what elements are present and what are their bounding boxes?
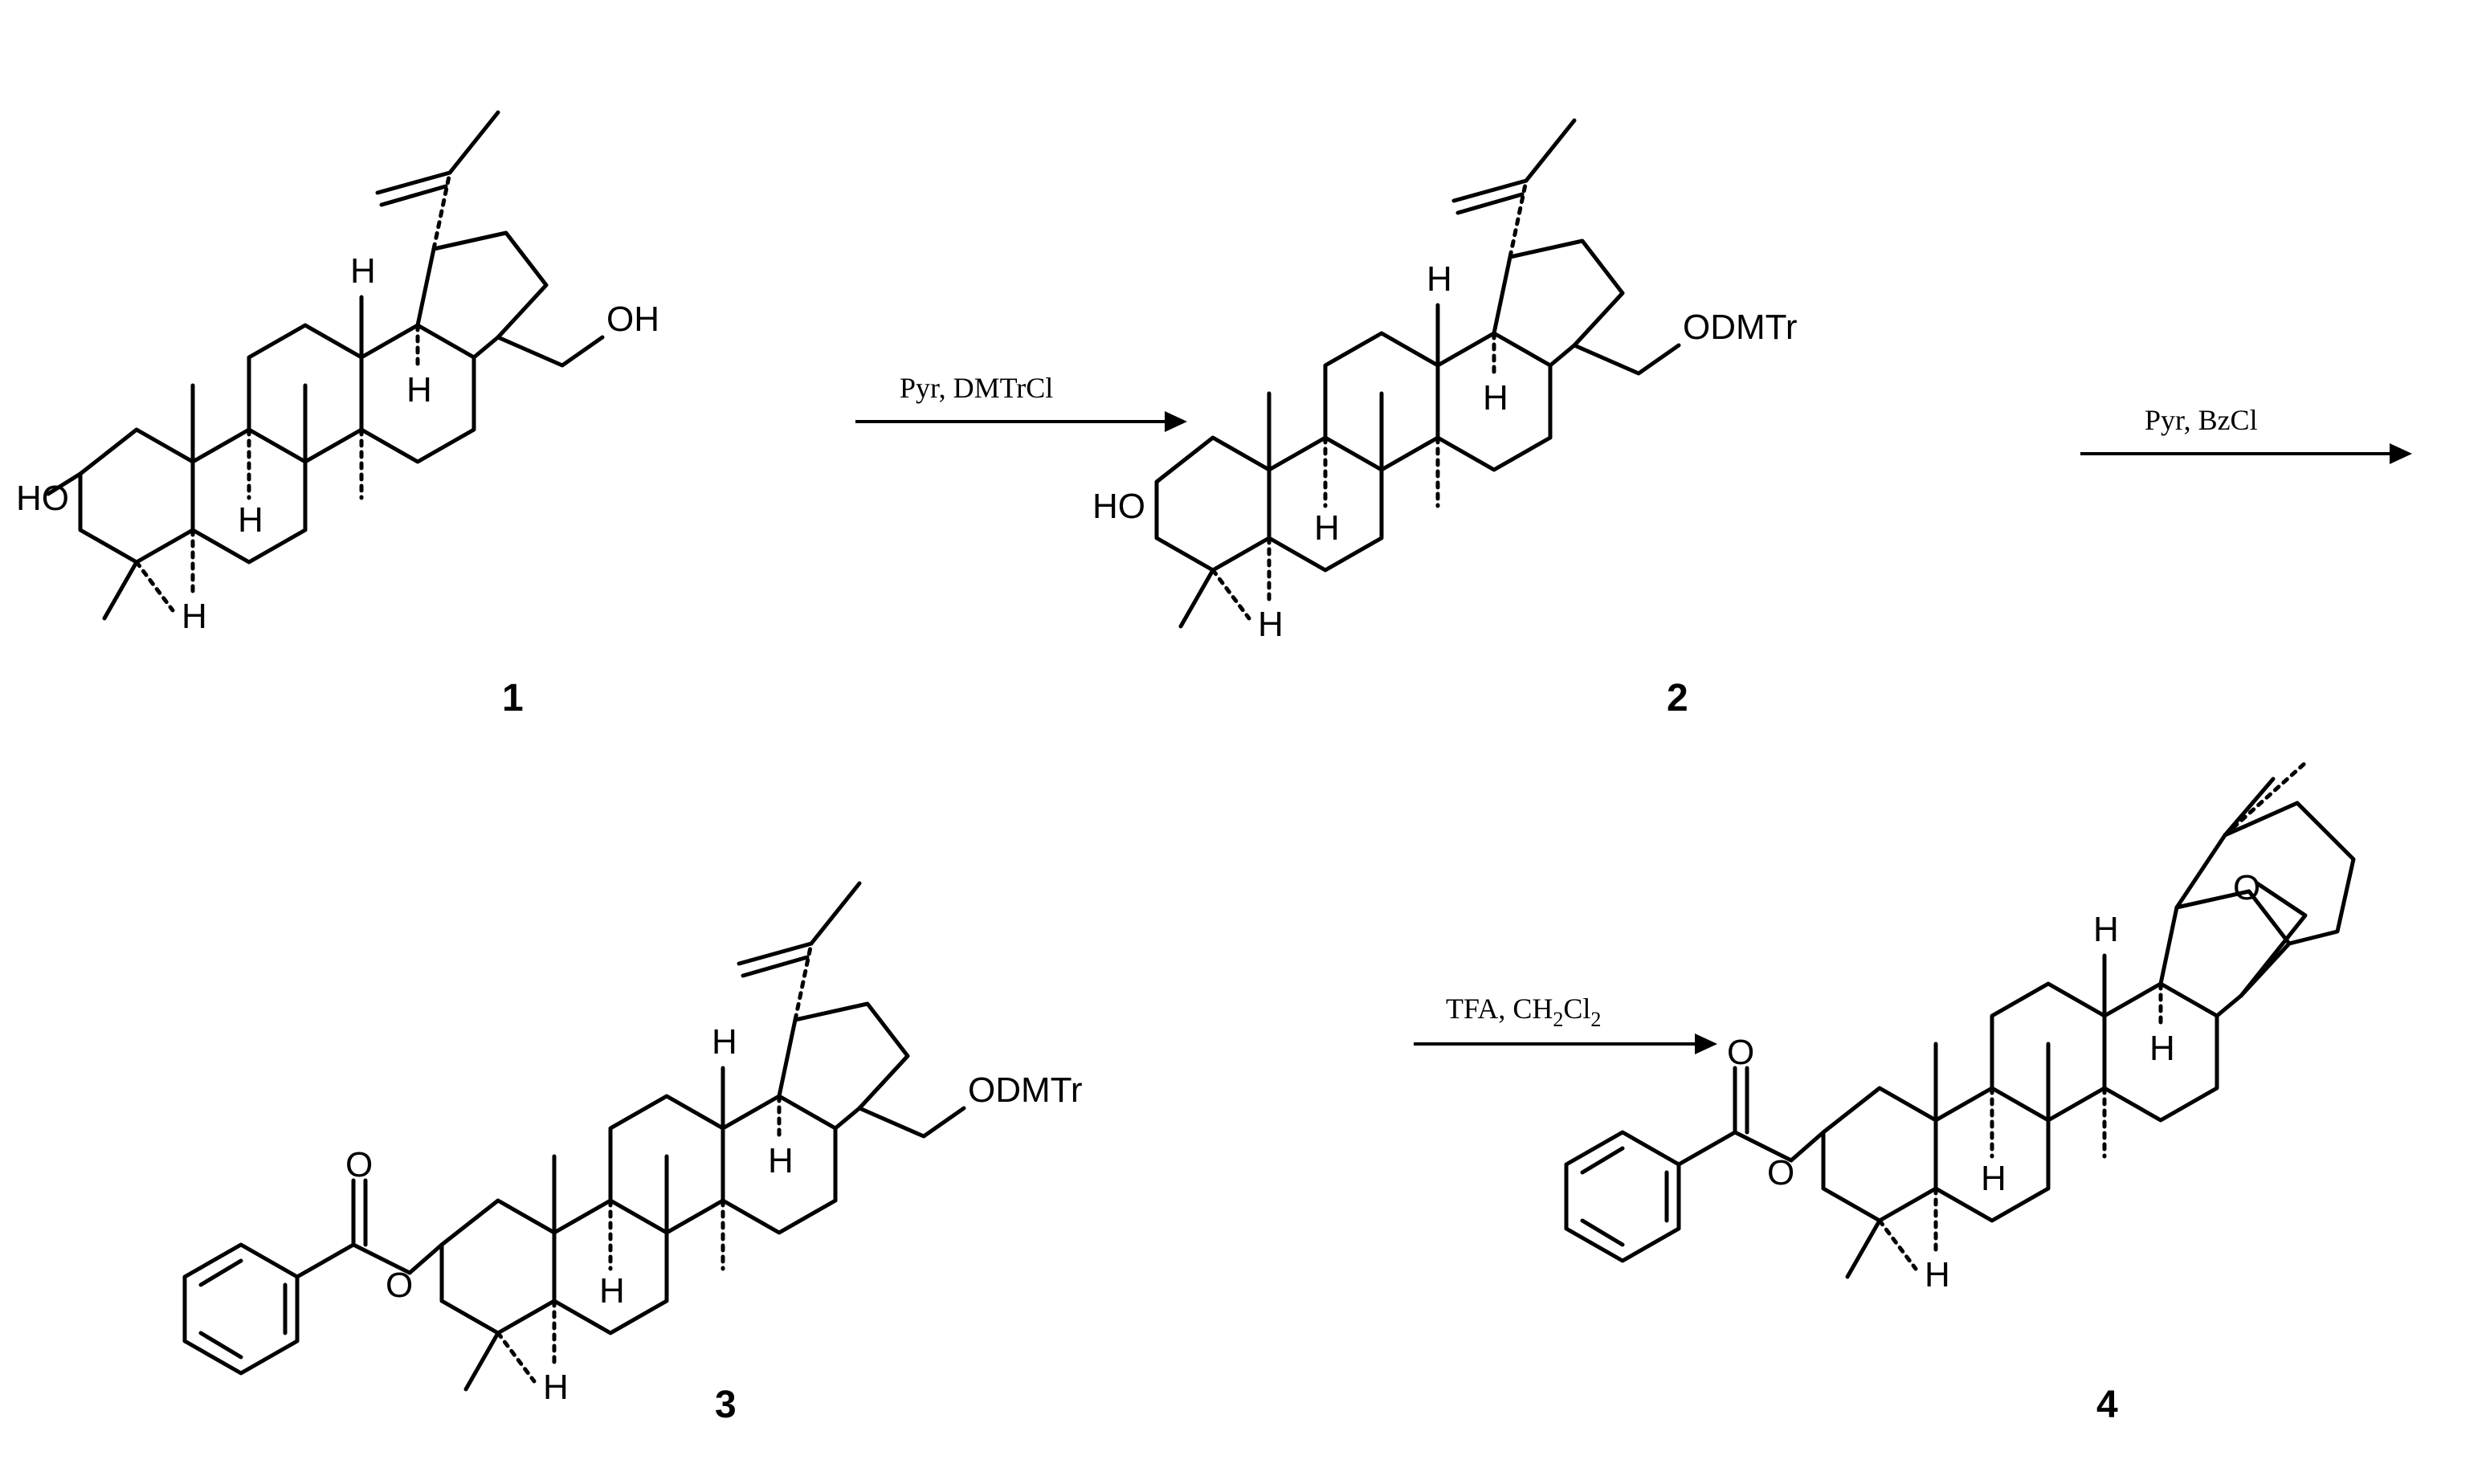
stereo-h-label: H xyxy=(768,1141,794,1180)
stereo-h-label: H xyxy=(1925,1255,1950,1294)
subscript: 2 xyxy=(1553,1008,1563,1031)
reaction-arrow-3: TFA, CH2Cl2 xyxy=(1414,993,1717,1054)
reagents-step-3: TFA, CH2Cl2 xyxy=(1446,993,1601,1031)
ring-oxygen-4: O xyxy=(2233,868,2260,907)
compound-3: O O ODMTr H H H H 3 xyxy=(185,883,1083,1426)
ester-oxygen-4: O xyxy=(1767,1153,1794,1192)
carbonyl-oxygen-3: O xyxy=(345,1145,373,1184)
stereo-h-label: H xyxy=(599,1271,625,1311)
end-group-2: ODMTr xyxy=(1683,308,1798,347)
stereo-h-label: H xyxy=(350,251,376,291)
compound-2: HO ODMTr H H H H 2 xyxy=(1092,120,1798,720)
reagent-text: TFA, CH xyxy=(1446,993,1553,1025)
compound-number-4: 4 xyxy=(2096,1384,2118,1426)
stereo-h-label: H xyxy=(712,1022,737,1062)
stereo-h-label: H xyxy=(1427,259,1452,299)
reagent-text: Cl xyxy=(1563,993,1590,1025)
stereo-h-label: H xyxy=(238,500,263,540)
subscript: 2 xyxy=(1590,1008,1601,1031)
reagents-step-1: Pyr, DMTrCl xyxy=(900,372,1053,404)
stereo-h-label: H xyxy=(406,370,432,410)
compound-number-2: 2 xyxy=(1667,677,1688,720)
compound-1: HO OH H H H H 1 xyxy=(16,112,659,720)
end-group-1: OH xyxy=(606,300,659,339)
carbonyl-oxygen-4: O xyxy=(1727,1033,1754,1072)
stereo-h-label: H xyxy=(1483,378,1508,418)
stereo-h-label: H xyxy=(543,1368,569,1407)
stereo-h-label: H xyxy=(2149,1029,2175,1068)
stereo-h-label: H xyxy=(182,597,207,636)
end-group-3: ODMTr xyxy=(968,1070,1083,1110)
hydroxy-label-1: HO xyxy=(16,479,69,518)
reaction-arrow-2: Pyr, BzCl xyxy=(2080,404,2412,464)
hydroxy-label-2: HO xyxy=(1092,487,1145,526)
reaction-arrow-1: Pyr, DMTrCl xyxy=(855,372,1187,432)
reagents-step-2: Pyr, BzCl xyxy=(2145,404,2258,436)
compound-number-3: 3 xyxy=(715,1384,737,1426)
ester-oxygen-3: O xyxy=(386,1266,413,1305)
stereo-h-label: H xyxy=(1981,1159,2006,1198)
compound-number-1: 1 xyxy=(502,677,524,720)
stereo-h-label: H xyxy=(1314,508,1340,548)
stereo-h-label: H xyxy=(1258,605,1284,644)
stereo-h-label: H xyxy=(2093,910,2119,949)
compound-4: O O O H H H H 4 xyxy=(1566,760,2356,1426)
